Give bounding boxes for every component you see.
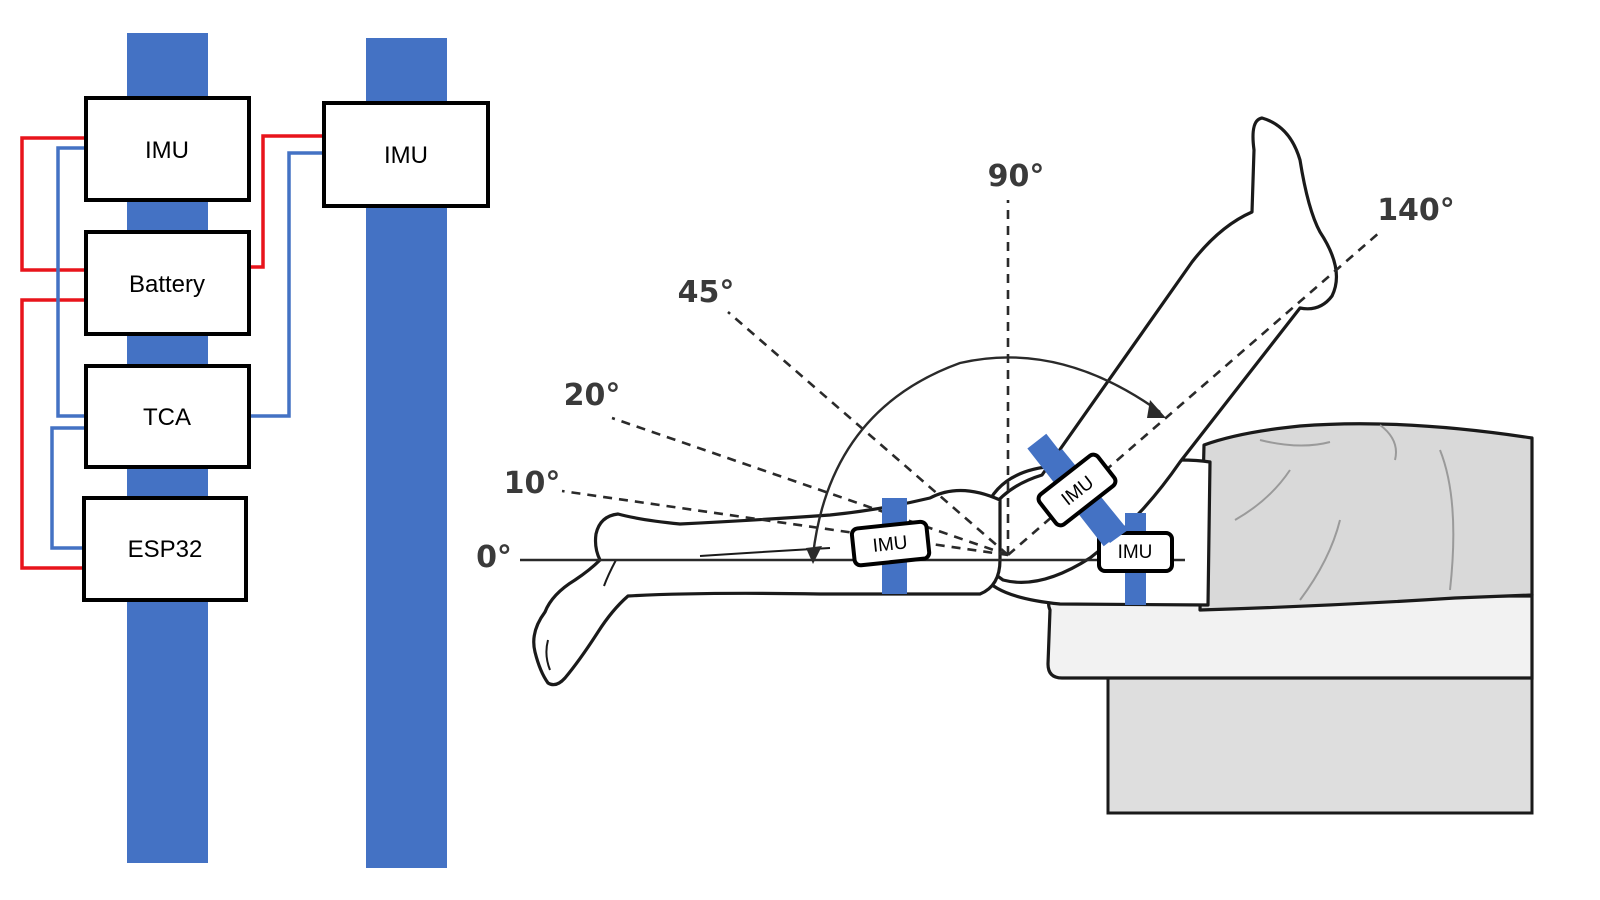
angle-label-20: 20°	[564, 378, 621, 413]
imu-tag-shank-flat: IMU	[849, 498, 932, 594]
tca-box: TCA	[84, 364, 251, 469]
esp32-box: ESP32	[82, 496, 248, 602]
angle-label-90: 90°	[988, 159, 1045, 194]
battery-box: Battery	[84, 230, 251, 336]
imu-box-b-label: IMU	[384, 142, 428, 169]
angle-label-45: 45°	[678, 275, 735, 310]
tca-box-label: TCA	[143, 404, 191, 431]
battery-box-label: Battery	[129, 271, 205, 298]
imu-box-a-label: IMU	[145, 137, 189, 164]
knee-illustration: 0° 10° 20° 45° 90° 140° IMU IMU	[476, 116, 1534, 815]
angle-label-140: 140°	[1377, 193, 1455, 228]
angle-label-10: 10°	[504, 466, 561, 501]
imu-tag-shank-raised-box: IMU	[1036, 452, 1118, 528]
imu-box-b: IMU	[322, 101, 490, 208]
imu-tag-thigh: IMU	[1097, 513, 1174, 605]
pants	[1198, 422, 1534, 612]
esp32-box-label: ESP32	[128, 536, 203, 563]
motion-arc	[806, 356, 1166, 564]
wiring-schematic: IMU Battery TCA ESP32 IMU	[20, 33, 490, 868]
power-wires	[20, 134, 323, 570]
imu-tag-thigh-label: IMU	[1118, 542, 1153, 563]
signal-wires	[50, 146, 323, 550]
imu-tag-shank-flat-label: IMU	[872, 532, 909, 557]
exam-table	[1046, 594, 1534, 815]
angle-label-0: 0°	[476, 540, 512, 575]
imu-box-a: IMU	[84, 96, 251, 202]
